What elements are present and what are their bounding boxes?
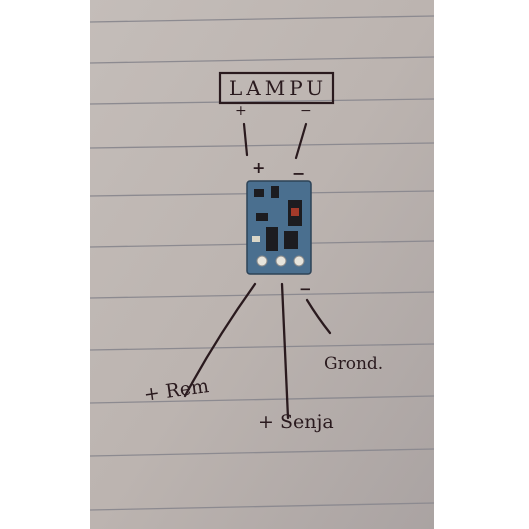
lamp-plus-sign: + — [235, 103, 247, 119]
module-minus-sign: − — [292, 164, 306, 183]
lamp-minus-sign: − — [300, 103, 312, 119]
lamp-wires — [242, 122, 308, 160]
output-minus-sign: − — [299, 280, 312, 298]
wire-ground-label: Grond. — [324, 354, 384, 374]
ruled-lines — [89, 15, 435, 511]
module-plus-sign: + — [252, 158, 266, 177]
pcb-module — [246, 180, 312, 275]
lamp-label: LAMPU — [229, 76, 328, 100]
wire-senja-label: + Senja — [258, 411, 334, 433]
lamp-box — [218, 71, 335, 105]
output-wires — [183, 282, 332, 420]
